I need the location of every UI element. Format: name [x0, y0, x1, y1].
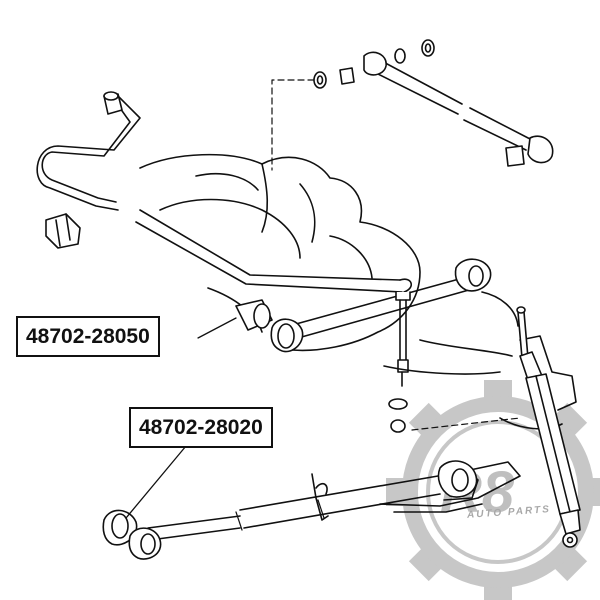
lower-control-arm: [102, 460, 521, 560]
washer-icon: [316, 75, 324, 85]
nut-icon: [421, 39, 435, 57]
shock-eye-icon: [562, 532, 578, 548]
link-washer-icon: [388, 398, 408, 410]
leader-line-bottom-label: [125, 445, 187, 519]
link-nut-icon: [390, 419, 406, 433]
leader-dashed-top: [271, 79, 315, 171]
nut-icon: [394, 48, 406, 64]
rod-bushing-detached: [235, 299, 273, 331]
shock-absorber: [516, 306, 581, 548]
washer-icon: [313, 71, 327, 89]
stabilizer-bracket: [45, 213, 81, 249]
leader-line-top-label: [197, 317, 237, 339]
lateral-control-rod: [235, 258, 492, 353]
stabilizer-bushing-top: [103, 91, 123, 115]
upper-control-arm: [313, 39, 554, 167]
stabilizer-link: [388, 291, 411, 433]
part-number-label-rod: 48702-28050: [16, 316, 160, 357]
watermark-logo: R8: [386, 380, 600, 600]
bushing-icon: [339, 67, 355, 85]
axle-housing: [383, 291, 577, 430]
stabilizer-bar: [36, 93, 412, 293]
part-number-label-arm: 48702-28020: [129, 407, 273, 448]
